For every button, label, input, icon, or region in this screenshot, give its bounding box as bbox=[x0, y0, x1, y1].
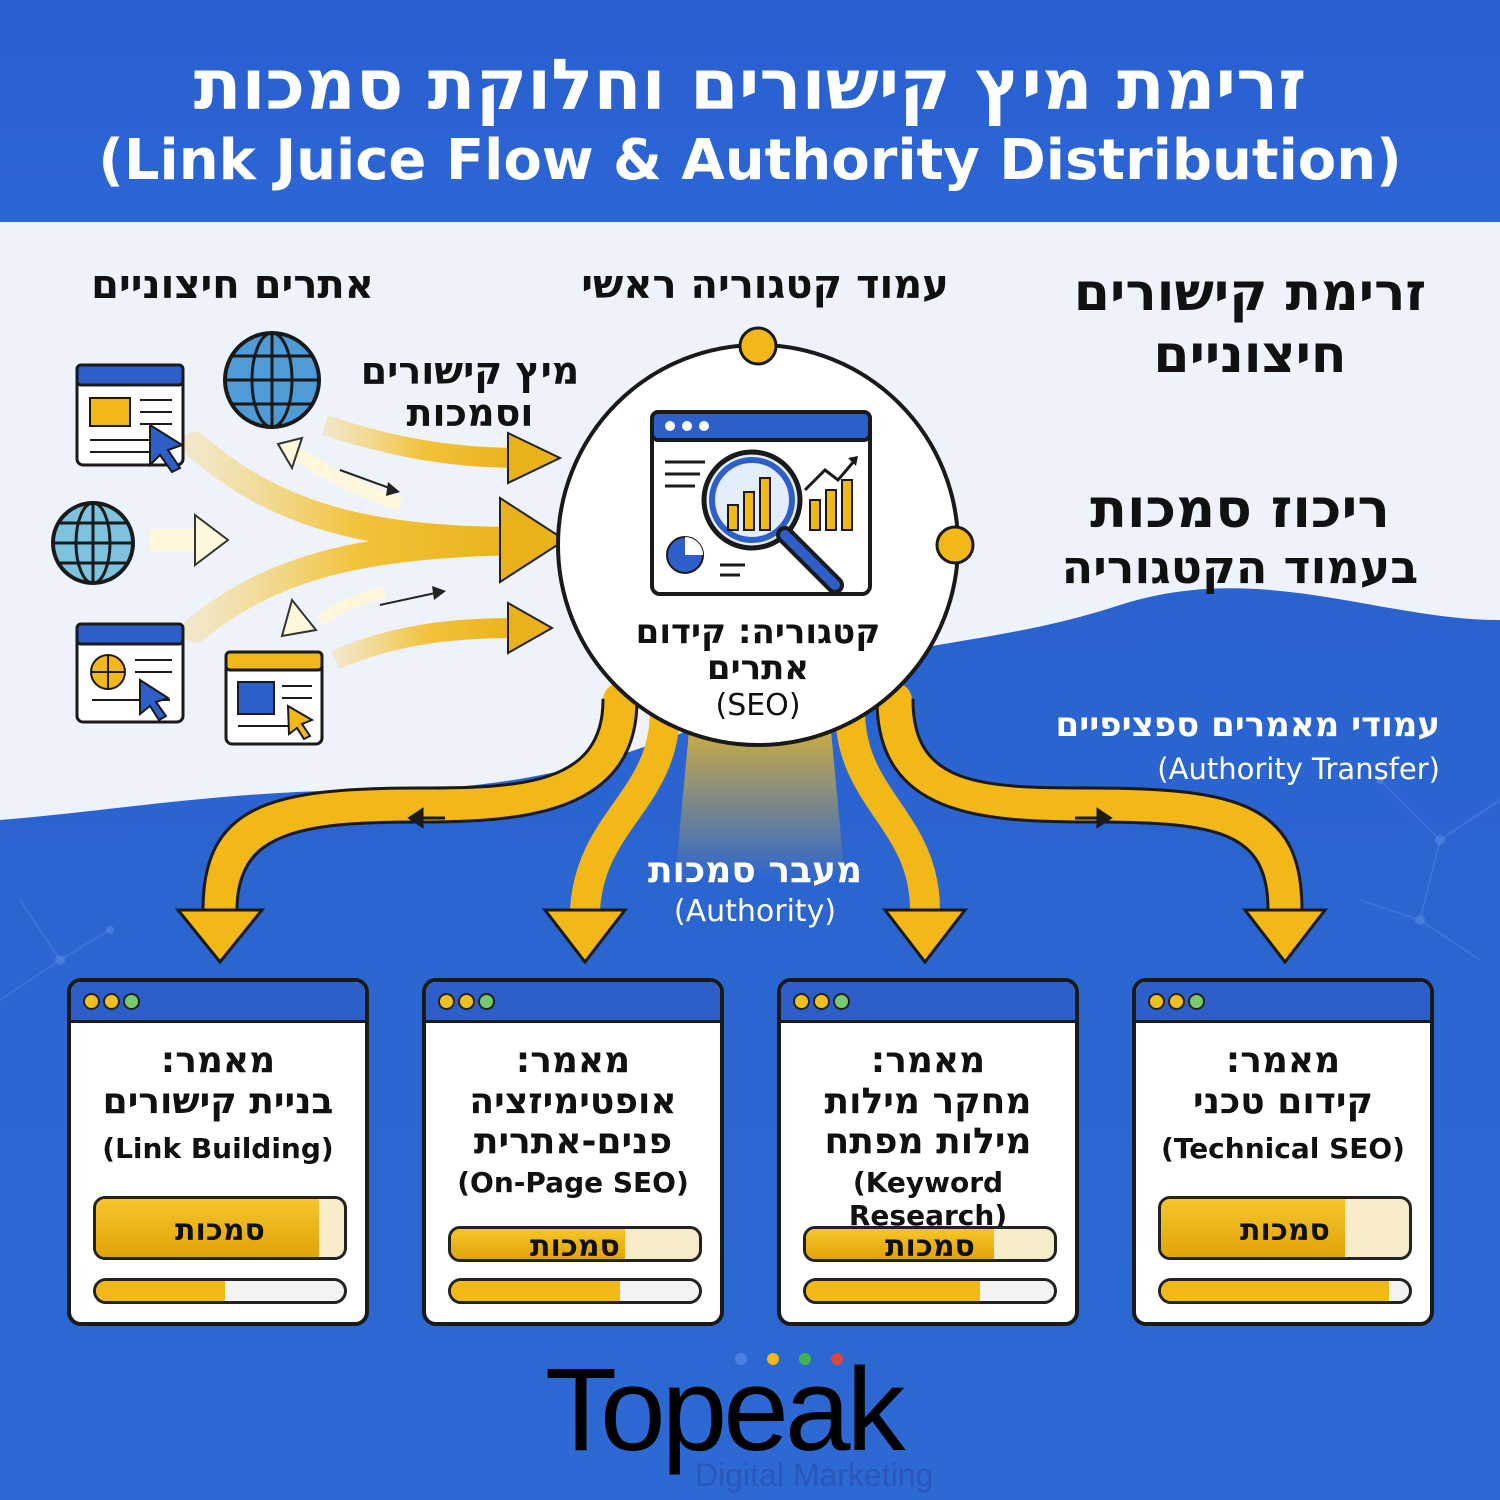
card-title-line: אופטימיזציה bbox=[469, 1081, 677, 1122]
window-dot bbox=[833, 993, 850, 1010]
card-kicker: מאמר: bbox=[515, 1040, 631, 1081]
label-juice-and-authority: מיץ קישורים וסמכות bbox=[360, 349, 580, 435]
label-specific-articles: עמודי מאמרים ספציפיים bbox=[1055, 705, 1440, 745]
authority-progress-fill bbox=[451, 1281, 620, 1301]
branch-arrowheads bbox=[174, 908, 1329, 965]
card-kicker: מאמר: bbox=[870, 1040, 986, 1081]
card-title-line: קידום טכני bbox=[1193, 1081, 1373, 1122]
article-card[interactable]: מאמר: קידום טכני (Technical SEO) סמכות bbox=[1132, 978, 1434, 1326]
authority-meter-fill bbox=[806, 1229, 995, 1259]
card-title: בניית קישורים bbox=[77, 1082, 359, 1122]
authority-meter-label: סמכות bbox=[175, 1213, 265, 1248]
brand-dot bbox=[831, 1353, 843, 1365]
brand-dot bbox=[799, 1353, 811, 1365]
brand-dot bbox=[735, 1353, 747, 1365]
brand-logo: Topeak Digital Marketing bbox=[545, 1345, 965, 1495]
authority-progress-bar bbox=[448, 1278, 702, 1304]
incoming-arrows bbox=[150, 415, 567, 670]
window-dot bbox=[1148, 993, 1165, 1010]
label-authority-transfer: (Authority Transfer) bbox=[1157, 752, 1440, 786]
authority-progress-fill bbox=[806, 1281, 980, 1301]
header-band bbox=[0, 0, 1500, 222]
page-subtitle: (Link Juice Flow & Authority Distributio… bbox=[98, 128, 1402, 193]
card-title-en: (Link Building) bbox=[102, 1132, 334, 1165]
orbit-dot bbox=[935, 525, 975, 565]
page-title: זרימת מיץ קישורים וחלוקת סמכות bbox=[193, 44, 1307, 126]
label-authority-pass-en: (Authority) bbox=[673, 894, 837, 929]
window-dot bbox=[813, 993, 830, 1010]
label-authority-pass: מעבר סמכות bbox=[647, 850, 863, 891]
browser-window-icon bbox=[224, 650, 324, 746]
window-titlebar bbox=[71, 982, 365, 1023]
window-dot bbox=[83, 993, 100, 1010]
authority-meter: סמכות bbox=[93, 1196, 347, 1260]
window-dot bbox=[1168, 993, 1185, 1010]
browser-window-icon bbox=[75, 363, 185, 474]
authority-progress-bar bbox=[803, 1278, 1057, 1304]
card-title-en: (On-Page SEO) bbox=[457, 1166, 689, 1199]
window-dot bbox=[458, 993, 475, 1010]
window-dot bbox=[1188, 993, 1205, 1010]
brand-dot bbox=[767, 1353, 779, 1365]
window-dot bbox=[123, 993, 140, 1010]
orbit-dot bbox=[738, 326, 778, 366]
authority-progress-fill bbox=[96, 1281, 225, 1301]
label-main-category-page: עמוד קטגוריה ראשי bbox=[581, 262, 949, 308]
authority-meter-label: סמכות bbox=[1240, 1213, 1330, 1248]
authority-meter-fill bbox=[451, 1229, 625, 1259]
card-title: קידום טכני bbox=[1142, 1082, 1424, 1122]
label-external-sites: אתרים חיצוניים bbox=[91, 262, 374, 308]
label-external-link-flow: זרימת קישורים חיצוניים bbox=[1073, 263, 1427, 385]
outgoing-branches bbox=[203, 683, 1302, 927]
browser-globe-icon bbox=[75, 622, 185, 724]
brand-name: Topeak bbox=[545, 1344, 906, 1476]
authority-progress-bar bbox=[1158, 1278, 1412, 1304]
authority-meter: סמכות bbox=[448, 1226, 702, 1262]
window-titlebar bbox=[1136, 982, 1430, 1023]
authority-meter-fill bbox=[1161, 1199, 1345, 1257]
label-authority-concentration: ריכוז סמכות בעמוד הקטגוריה bbox=[1061, 477, 1419, 595]
authority-meter: סמכות bbox=[1158, 1196, 1412, 1260]
window-dot bbox=[438, 993, 455, 1010]
card-kicker: מאמר: bbox=[1225, 1040, 1341, 1081]
authority-meter: סמכות bbox=[803, 1226, 1057, 1262]
authority-progress-fill bbox=[1161, 1281, 1390, 1301]
card-title-line: פנים-אתרית bbox=[473, 1121, 673, 1162]
category-label: קטגוריה: קידום אתרים (SEO) bbox=[635, 612, 881, 723]
authority-meter-label: סמכות bbox=[885, 1229, 975, 1262]
window-dot bbox=[793, 993, 810, 1010]
authority-meter-fill bbox=[96, 1199, 320, 1257]
globe-icon bbox=[223, 331, 321, 429]
authority-progress-bar bbox=[93, 1278, 347, 1304]
window-titlebar bbox=[781, 982, 1075, 1023]
card-title-line: מילות מפתח bbox=[824, 1121, 1032, 1162]
network-decoration bbox=[0, 779, 1500, 1001]
card-title-en: (Keyword Research) bbox=[848, 1166, 1008, 1232]
brand-tagline: Digital Marketing bbox=[695, 1457, 934, 1493]
card-kicker: מאמר: bbox=[160, 1040, 276, 1081]
window-titlebar bbox=[426, 982, 720, 1023]
card-title-en: (Technical SEO) bbox=[1161, 1132, 1405, 1165]
article-card[interactable]: מאמר: בניית קישורים (Link Building) סמכו… bbox=[67, 978, 369, 1326]
authority-meter-label: סמכות bbox=[530, 1229, 620, 1262]
card-title-line: בניית קישורים bbox=[102, 1081, 334, 1122]
window-dot bbox=[103, 993, 120, 1010]
seo-analytics-icon bbox=[650, 410, 872, 596]
card-title-line: מחקר מילות bbox=[824, 1081, 1032, 1122]
window-dot bbox=[478, 993, 495, 1010]
globe-icon bbox=[51, 501, 135, 585]
